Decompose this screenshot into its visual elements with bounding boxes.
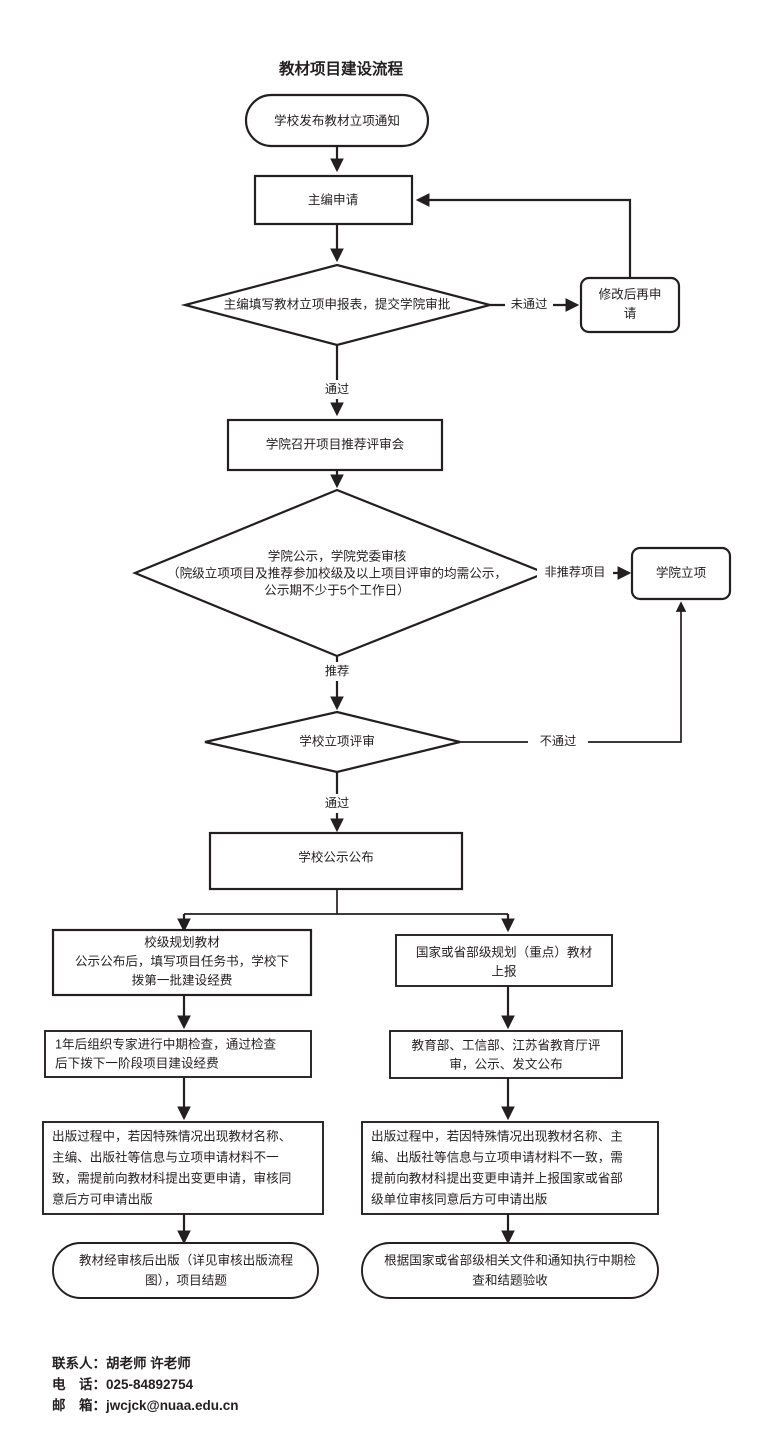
right-b3-label-line2: 编、出版社等信息与立项申请材料不一致，需 xyxy=(371,1149,623,1164)
contact-phone-row: 电 话：025-84892754 xyxy=(52,1376,194,1392)
school-publicity-shape xyxy=(208,831,464,891)
left-b1-label-line3: 拨第一批建设经费 xyxy=(132,973,233,987)
node-start-notice[interactable]: 学校发布教材立项通知 xyxy=(244,93,430,148)
revise-reapply-label-line1: 修改后再申 xyxy=(599,287,662,301)
edge-revise-to-editor xyxy=(415,193,632,278)
edge-label-non-recommended: 非推荐项目 xyxy=(545,565,606,579)
edge-label-not-approved: 不通过 xyxy=(540,734,577,748)
node-revise-reapply[interactable]: 修改后再申 请 xyxy=(579,276,681,334)
node-college-review-meeting[interactable]: 学院召开项目推荐评审会 xyxy=(226,418,444,472)
node-college-project[interactable]: 学院立项 xyxy=(630,546,732,601)
edge-label-backing-nonrec xyxy=(537,563,613,582)
edge-label-passed-2: 通过 xyxy=(325,796,349,810)
edge-label-backing-notpassed xyxy=(505,295,553,314)
left-b3-label-line2: 主编、出版社等信息与立项申请材料不一 xyxy=(52,1149,279,1164)
left-end-label-line1: 教材经审核后出版（详见审核出版流程 xyxy=(79,1252,294,1267)
left-b3-label-line4: 意后方可申请出版 xyxy=(52,1191,153,1206)
right-b3-label-line4: 级单位审核同意后方可申请出版 xyxy=(371,1191,548,1206)
left-b1-label-line2: 公示公布后，填写项目任务书，学校下 xyxy=(75,953,289,968)
contact-phone-value: 025-84892754 xyxy=(106,1377,194,1392)
edge-label-backing-passed2 xyxy=(311,794,363,813)
right-b1-label-line2: 上报 xyxy=(491,964,517,978)
contact-email-row: 邮 箱：jwcjck@nuaa.edu.cn xyxy=(52,1397,238,1413)
college-publicity-label-line1: 学院公示，学院党委审核 xyxy=(268,548,407,563)
node-college-publicity[interactable]: 学院公示，学院党委审核 （院级立项项目及推荐参加校级及以上项目评审的均需公示， … xyxy=(132,488,548,658)
left-end-shape xyxy=(52,1242,319,1299)
edge-label-backing-passed1 xyxy=(311,380,363,399)
right-b3-label-line1: 出版过程中，若因特殊情况出现教材名称、主 xyxy=(371,1128,623,1143)
node-school-publicity[interactable]: 学校公示公布 xyxy=(208,831,464,891)
right-end-label-line2: 查和结题验收 xyxy=(472,1272,548,1287)
right-b3-label-line3: 提前向教材科提出变更申请并上报国家或省部 xyxy=(371,1170,623,1185)
right-b3-shape xyxy=(361,1121,659,1215)
right-end-shape xyxy=(361,1242,659,1299)
node-left-b3[interactable]: 出版过程中，若因特殊情况出现教材名称、 主编、出版社等信息与立项申请材料不一 致… xyxy=(42,1121,324,1215)
left-b3-label-line3: 致，需提前向教材科提出变更申请，审核同 xyxy=(52,1170,291,1185)
right-b1-shape xyxy=(395,934,613,987)
contact-email-value: jwcjck@nuaa.edu.cn xyxy=(105,1398,238,1413)
school-review-label: 学校立项评审 xyxy=(299,733,375,748)
node-right-b3[interactable]: 出版过程中，若因特殊情况出现教材名称、主 编、出版社等信息与立项申请材料不一致，… xyxy=(361,1121,659,1215)
left-b3-label-line1: 出版过程中，若因特殊情况出现教材名称、 xyxy=(52,1128,291,1143)
contact-person-row: 联系人：胡老师 许老师 xyxy=(52,1355,191,1371)
college-publicity-label-line3: 公示期不少于5个工作日） xyxy=(264,583,410,597)
left-end-label-line2: 图），项目结题 xyxy=(145,1273,227,1287)
right-b2-label-line2: 审，公示、发文公布 xyxy=(449,1056,562,1071)
right-b1-label-line1: 国家或省部级规划（重点）教材 xyxy=(416,944,593,959)
edge-label-recommended: 推荐 xyxy=(325,664,349,678)
college-project-label: 学院立项 xyxy=(656,565,707,580)
contact-block: 联系人：胡老师 许老师 电 话：025-84892754 邮 箱：jwcjck@… xyxy=(52,1355,238,1413)
edge-label-not-passed: 未通过 xyxy=(511,297,548,311)
node-right-b1[interactable]: 国家或省部级规划（重点）教材 上报 xyxy=(395,934,613,987)
contact-person-label: 联系人： xyxy=(52,1355,106,1371)
edge-label-backing-recommended xyxy=(311,662,363,681)
editor-apply-label: 主编申请 xyxy=(308,193,359,207)
left-b1-label-line1: 校级规划教材 xyxy=(144,934,220,949)
contact-phone-label: 电 话： xyxy=(52,1376,106,1392)
node-left-b1[interactable]: 校级规划教材 公示公布后，填写项目任务书，学校下 拨第一批建设经费 xyxy=(51,928,313,997)
school-publicity-label: 学校公示公布 xyxy=(298,849,374,864)
left-b2-label-line1: 1年后组织专家进行中期检查，通过检查 xyxy=(55,1036,277,1051)
college-review-meeting-label: 学院召开项目推荐评审会 xyxy=(266,436,405,451)
revise-reapply-shape xyxy=(579,276,681,334)
node-left-b2[interactable]: 1年后组织专家进行中期检查，通过检查 后下拨下一阶段项目建设经费 xyxy=(44,1030,312,1078)
right-b2-shape xyxy=(389,1030,623,1079)
left-b1-shape xyxy=(51,928,313,997)
node-right-end[interactable]: 根据国家或省部级相关文件和通知执行中期检 查和结题验收 xyxy=(361,1242,659,1299)
edge-label-passed-1: 通过 xyxy=(325,382,349,396)
contact-email-label: 邮 箱： xyxy=(52,1397,106,1413)
edge-label-backing-notapproved xyxy=(528,732,588,751)
right-end-label-line1: 根据国家或省部级相关文件和通知执行中期检 xyxy=(384,1252,636,1267)
right-b2-label-line1: 教育部、工信部、江苏省教育厅评 xyxy=(412,1037,601,1052)
left-b3-shape xyxy=(42,1121,324,1215)
revise-reapply-label-line2: 请 xyxy=(624,306,637,320)
contact-person-value: 胡老师 许老师 xyxy=(106,1355,191,1371)
node-left-end[interactable]: 教材经审核后出版（详见审核出版流程 图），项目结题 xyxy=(52,1242,319,1299)
start-notice-label: 学校发布教材立项通知 xyxy=(274,113,400,128)
left-b2-shape xyxy=(44,1030,312,1078)
college-publicity-label-line2: （院级立项项目及推荐参加校级及以上项目评审的均需公示， xyxy=(167,565,507,580)
editor-apply-shape xyxy=(253,174,414,226)
node-editor-apply[interactable]: 主编申请 xyxy=(253,174,414,226)
node-right-b2[interactable]: 教育部、工信部、江苏省教育厅评 审，公示、发文公布 xyxy=(389,1030,623,1079)
left-b2-label-line2: 后下拨下一阶段项目建设经费 xyxy=(55,1056,219,1070)
college-project-shape xyxy=(630,546,732,601)
page-title: 教材项目建设流程 xyxy=(279,59,404,78)
college-review-meeting-shape xyxy=(226,418,444,472)
fill-form-label: 主编填写教材立项申报表，提交学院审批 xyxy=(224,296,451,311)
